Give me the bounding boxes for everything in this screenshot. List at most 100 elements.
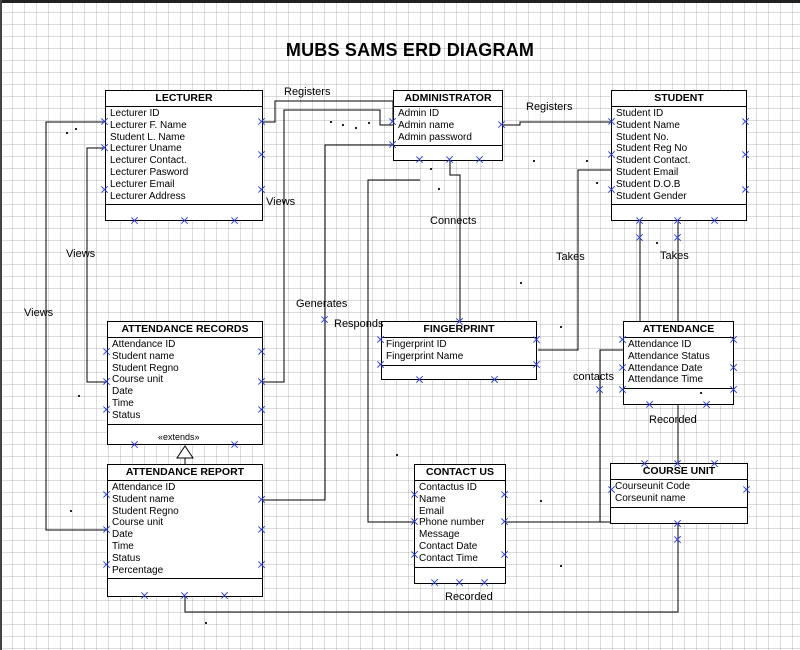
attribute: Student Gender [616, 190, 687, 202]
attribute-list: Attendance ID Student name Student Regno… [108, 338, 262, 425]
connector-x-icon [646, 401, 653, 408]
connector-x-icon [674, 460, 681, 467]
entity-student[interactable]: STUDENT Student ID Student Name Student … [611, 90, 747, 221]
connector-x-icon [411, 551, 418, 558]
connector-x-icon [456, 579, 463, 586]
attribute: Student D.O.B [616, 178, 681, 190]
connector-x-icon [703, 401, 710, 408]
connector-x-icon [258, 561, 265, 568]
entity-name: ATTENDANCE [624, 322, 733, 338]
method-section [611, 508, 747, 520]
attribute: Name [419, 493, 446, 505]
stray-dot [656, 242, 658, 244]
stray-dot [70, 510, 72, 512]
connector-x-icon [101, 186, 108, 193]
entity-name: FINGERPRINT [382, 322, 536, 338]
attribute: Attendance Time [628, 374, 704, 386]
connector-x-icon [431, 579, 438, 586]
entity-administrator[interactable]: ADMINISTRATOR Admin ID Admin name Admin … [393, 90, 503, 161]
entity-name: ATTENDANCE RECORDS [108, 322, 262, 338]
stray-dot [520, 282, 522, 284]
connector-x-icon [619, 364, 626, 371]
connector-x-icon [258, 186, 265, 193]
stray-dot [355, 127, 357, 129]
attribute: Attendance ID [628, 339, 692, 350]
attribute: Status [112, 552, 141, 564]
entity-lecturer[interactable]: LECTURER Lecturer ID Lecturer F. Name St… [105, 90, 263, 221]
line-admin-contact-responds [367, 179, 420, 523]
attribute: Student Regno [112, 362, 179, 374]
diagram-title: MUBS SAMS ERD DIAGRAM [285, 40, 535, 60]
connector-x-icon [456, 318, 463, 325]
connector-x-icon [131, 441, 138, 448]
label-admin-views: Views [266, 196, 296, 208]
attribute: Student L. Name [110, 131, 186, 143]
attribute: Student name [112, 493, 175, 505]
stray-dot [396, 454, 398, 456]
connector-x-icon [416, 376, 423, 383]
stray-dot [700, 392, 702, 394]
attribute: Contactus ID [419, 482, 477, 493]
connector-x-icon [596, 386, 603, 393]
attribute: Date [112, 386, 134, 398]
entity-contact-us[interactable]: CONTACT US Contactus ID Name Email Phone… [414, 464, 506, 584]
connector-x-icon [377, 336, 384, 343]
stray-dot [586, 160, 588, 162]
window-left-border [0, 0, 2, 650]
attribute-list: Fingerprint ID Fingerprint Name [382, 338, 536, 366]
entity-name: CONTACT US [415, 465, 505, 481]
attribute: Student Contact. [616, 155, 691, 167]
stray-dot [66, 132, 68, 134]
stray-dot [596, 182, 598, 184]
label-connects: Connects [430, 215, 477, 227]
entity-name: COURSE UNIT [611, 464, 747, 480]
connector-x-icon [501, 518, 508, 525]
method-section [108, 579, 262, 591]
entity-attendance[interactable]: ATTENDANCE Attendance ID Attendance Stat… [623, 321, 734, 405]
attribute: Time [112, 540, 134, 552]
line-report-course-recorded [184, 524, 679, 613]
attribute: Fingerprint Name [386, 350, 464, 362]
entity-attendance-report[interactable]: ATTENDANCE REPORT Attendance ID Student … [107, 464, 263, 597]
label-student-attendance-takes: Takes [660, 250, 689, 262]
stereotype-extends-label: «extends» [158, 432, 200, 442]
stray-dot [560, 565, 562, 567]
connector-x-icon [533, 336, 540, 343]
method-section [106, 205, 262, 217]
connector-x-icon [641, 460, 648, 467]
attribute: Student name [112, 350, 175, 362]
attribute: Percentage [112, 564, 164, 576]
attribute: Student Reg No [616, 143, 688, 155]
attribute: Lecturer Contact. [110, 155, 187, 167]
label-responds: Responds [334, 318, 384, 330]
entity-attendance-records[interactable]: ATTENDANCE RECORDS Attendance ID Student… [107, 321, 263, 445]
attribute: Lecturer ID [110, 108, 160, 119]
connector-x-icon [608, 151, 615, 158]
attribute: Message [419, 529, 460, 541]
attribute: Student Name [616, 119, 680, 131]
connector-x-icon [533, 361, 540, 368]
connector-x-icon [181, 217, 188, 224]
stray-dot [342, 124, 344, 126]
entity-fingerprint[interactable]: FINGERPRINT Fingerprint ID Fingerprint N… [381, 321, 537, 380]
attribute-list: Contactus ID Name Email Phone number Mes… [415, 481, 505, 568]
attribute-list: Lecturer ID Lecturer F. Name Student L. … [106, 107, 262, 206]
connector-x-icon [103, 348, 110, 355]
entity-course-unit[interactable]: COURSE UNIT Courseunit Code Corseunit na… [610, 463, 748, 524]
line-admin-records-views [262, 109, 393, 383]
attribute: Time [112, 397, 134, 409]
label-lecturer-views: Views [66, 248, 96, 260]
connector-x-icon [389, 141, 396, 148]
connector-x-icon [501, 551, 508, 558]
connector-x-icon [730, 364, 737, 371]
attribute: Date [112, 529, 134, 541]
connector-x-icon [730, 336, 737, 343]
connector-x-icon [730, 386, 737, 393]
attribute: Course unit [112, 374, 164, 386]
entity-name: STUDENT [612, 91, 746, 107]
connector-x-icon [636, 234, 643, 241]
label-attendance-course-recorded: Recorded [649, 414, 697, 426]
connector-x-icon [674, 536, 681, 543]
attribute: Lecturer Address [110, 190, 186, 202]
connector-x-icon [446, 156, 453, 163]
